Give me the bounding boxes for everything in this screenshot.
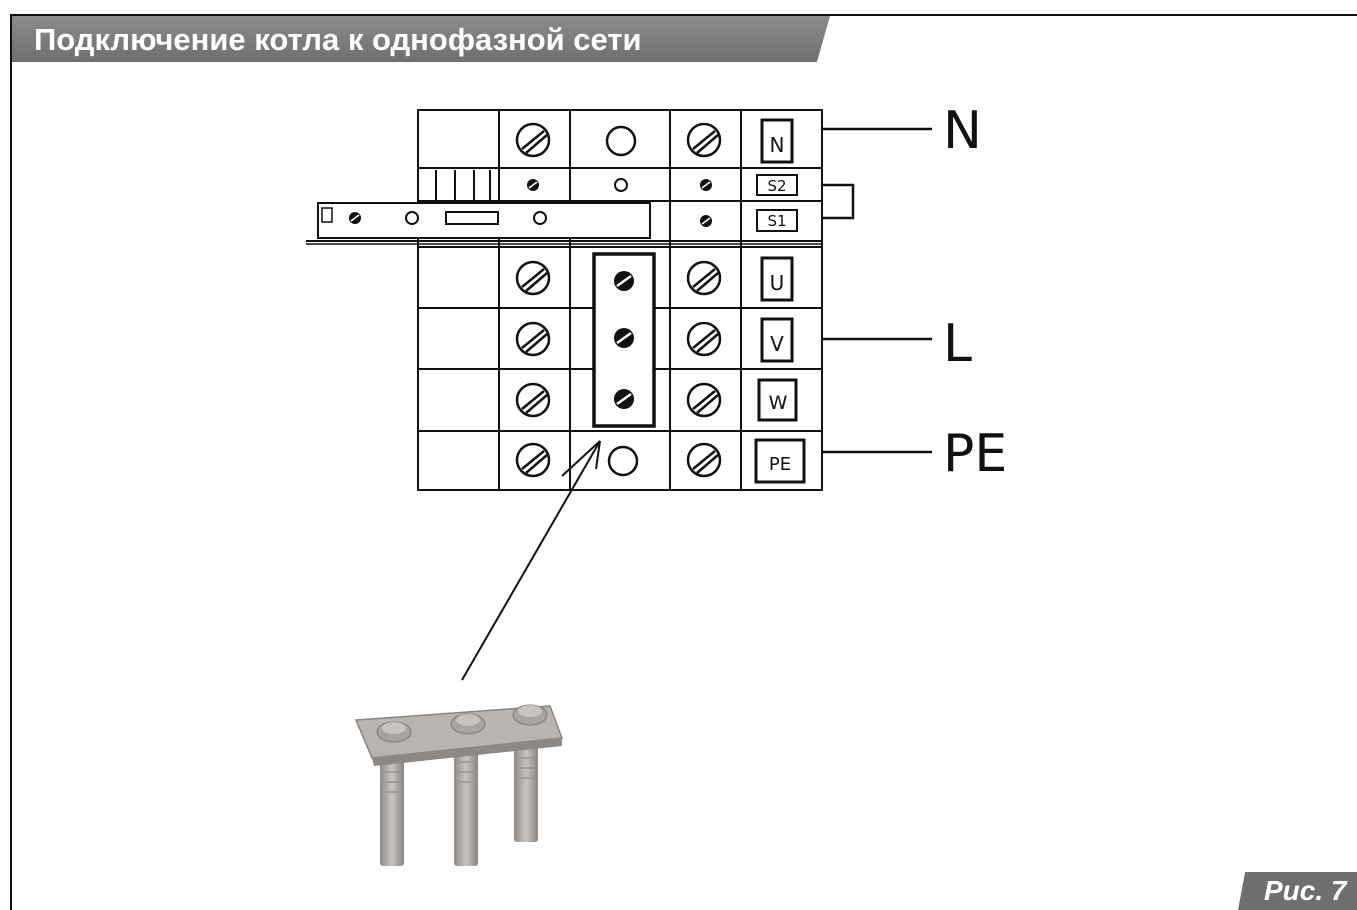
terminal-label-v: V (770, 332, 784, 356)
pointer-arrow (461, 440, 601, 681)
terminal-box-s2 (756, 174, 798, 196)
screw-icon (515, 122, 551, 158)
terminal-label-w: W (769, 392, 788, 414)
screw-icon (686, 122, 722, 158)
hole-icon (605, 125, 637, 157)
screw-icon (515, 382, 551, 418)
screw-icon (515, 442, 551, 478)
hole-icon (614, 178, 628, 192)
terminal-label-pe: PE (769, 454, 791, 475)
terminal-box-n (760, 118, 794, 164)
frame-left-border (10, 14, 12, 910)
figure-badge (1238, 872, 1357, 910)
screw-icon (686, 321, 722, 357)
screw-icon (515, 260, 551, 296)
jumper-bridge-icon (354, 704, 564, 866)
rail-screw-icon (348, 211, 362, 225)
screw-icon (526, 178, 540, 192)
screw-icon (699, 178, 713, 192)
connection-label-pe: PE (943, 424, 1007, 484)
terminal-label-n: N (770, 133, 785, 157)
terminal-label-s1: S1 (767, 212, 786, 230)
terminal-box-pe (754, 438, 806, 484)
screw-icon (686, 442, 722, 478)
terminal-box-v (760, 317, 794, 363)
connection-label-n: N (943, 101, 982, 161)
terminal-box-w (757, 378, 798, 422)
terminal-label-s2: S2 (767, 177, 786, 195)
jumper-screw-icon (612, 326, 636, 350)
frame-top-border (10, 14, 1357, 16)
s1-s2-bridge-wire (822, 183, 855, 220)
terminal-label-u: U (770, 271, 785, 295)
screw-icon (686, 382, 722, 418)
title-banner (12, 16, 830, 62)
din-rail (306, 202, 822, 245)
screw-icon (699, 214, 713, 228)
rail-hole-icon (405, 211, 419, 225)
jumper-screw-icon (612, 269, 636, 293)
screw-icon (686, 260, 722, 296)
terminal-box-s1 (756, 209, 798, 232)
jumper-screw-icon (612, 387, 636, 411)
terminal-box-u (760, 256, 794, 302)
hole-icon (607, 445, 639, 477)
page-title: Подключение котла к однофазной сети (34, 22, 642, 57)
screw-icon (515, 321, 551, 357)
figure-label: Рис. 7 (1264, 875, 1347, 906)
rail-hole-icon (533, 211, 547, 225)
connection-label-l: L (943, 314, 972, 374)
